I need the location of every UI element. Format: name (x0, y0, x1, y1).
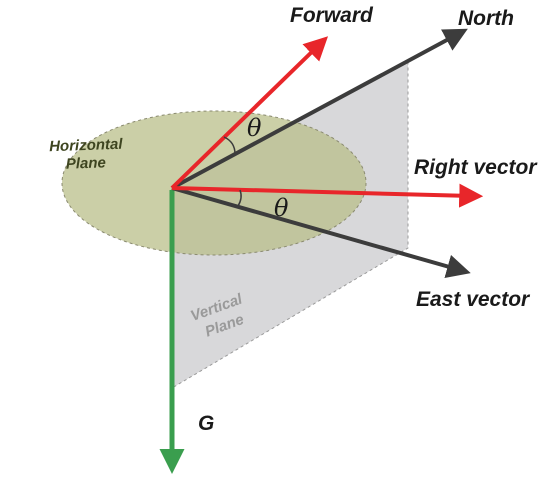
horizontal-plane (61, 110, 367, 256)
angle-arc-lower (237, 189, 242, 207)
north-label: North (458, 7, 514, 30)
horizontal-plane-label-line1: Horizontal (49, 136, 124, 156)
angle-arc-upper (223, 136, 236, 155)
gravity-label: G (198, 412, 214, 435)
right-vector (171, 183, 484, 208)
east-vector-label: East vector (416, 288, 531, 311)
east-vector (171, 186, 471, 279)
forward-vector (170, 36, 329, 190)
right-vector-label: Right vector (414, 156, 538, 179)
north-vector (171, 28, 468, 190)
forward-label: Forward (290, 4, 374, 27)
theta-lower-label: θ (274, 194, 289, 222)
theta-upper-label: θ (247, 114, 262, 142)
horizontal-plane-label-line2: Plane (66, 154, 107, 172)
